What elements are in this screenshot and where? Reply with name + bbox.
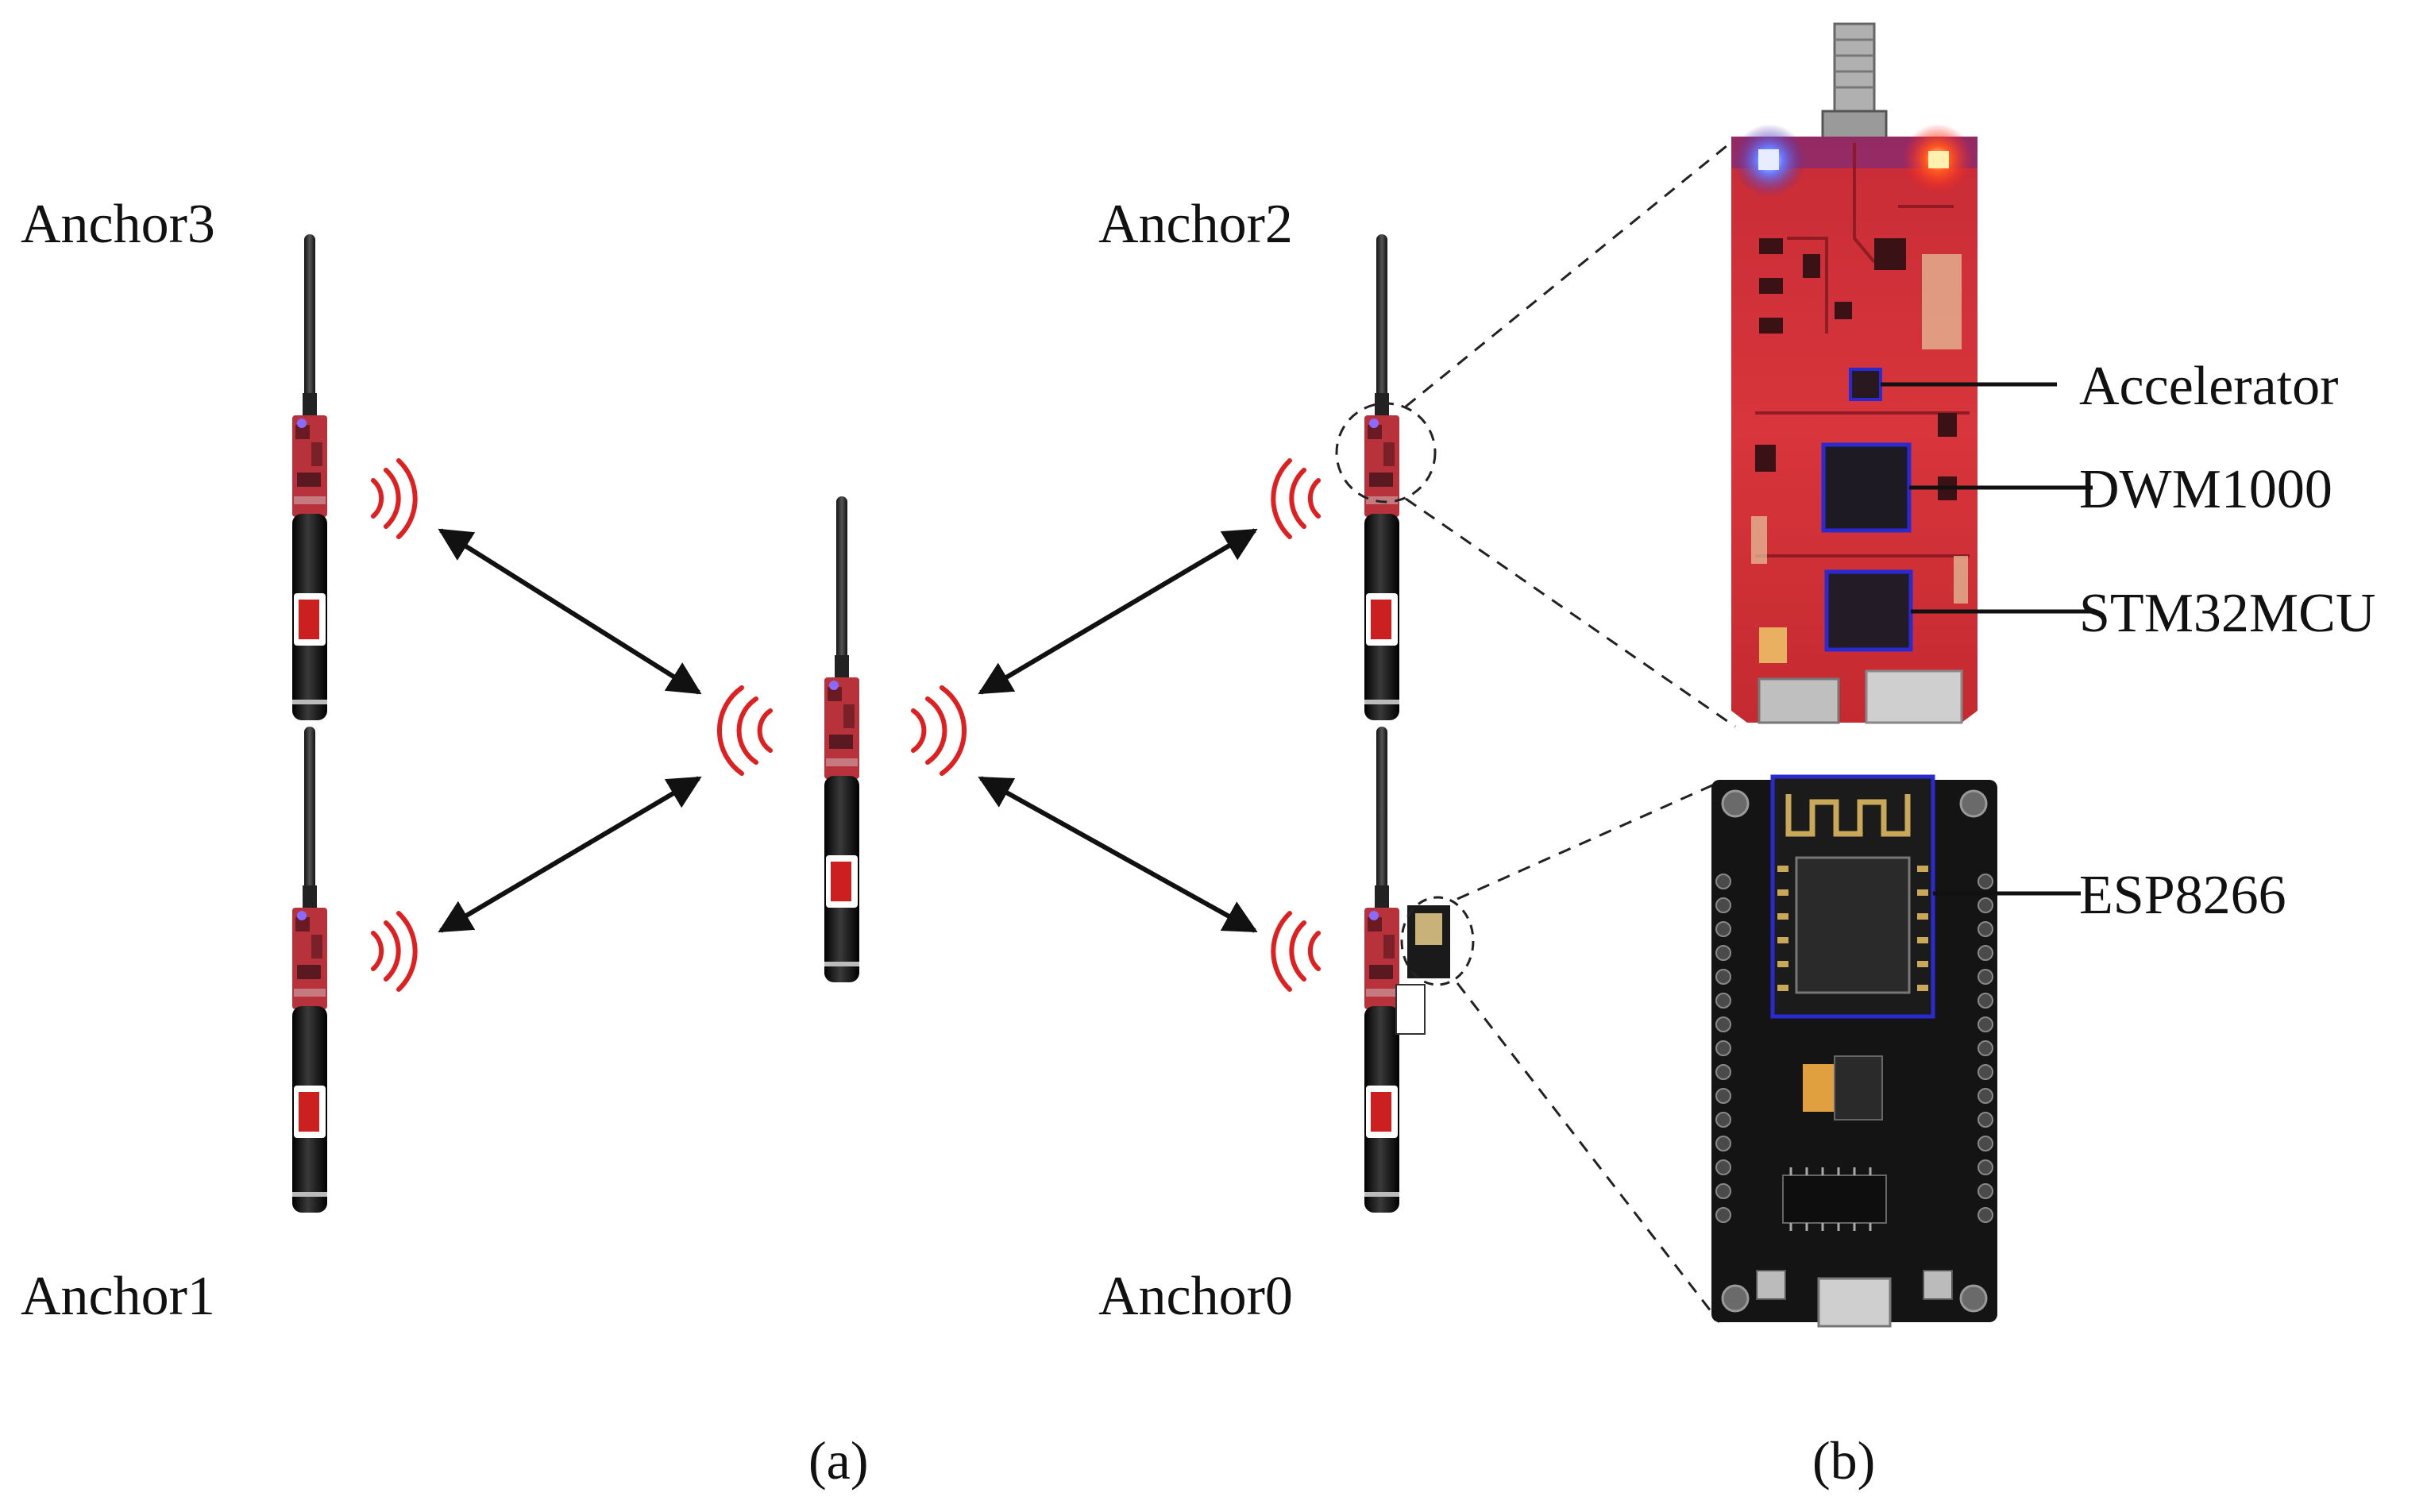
anchor0-label: Anchor0	[1098, 1266, 1293, 1327]
dwm1000-label: DWM1000	[2079, 459, 2332, 520]
ranging-arrows	[438, 528, 1258, 933]
zoom-circle-top	[1335, 402, 1437, 503]
zoom-lines	[1405, 137, 1736, 1323]
accelerator-label: Accelerator	[2079, 356, 2339, 417]
tag-node	[824, 496, 859, 982]
uwb-board	[1731, 22, 1977, 724]
anchor2-node	[1364, 234, 1399, 720]
anchor0-esp-module	[1395, 905, 1450, 1035]
anchor3-label: Anchor3	[21, 194, 215, 255]
signal-waves	[371, 458, 1321, 992]
anchor0-node	[1364, 727, 1399, 1213]
anchor3-node	[292, 234, 327, 720]
stm32mcu-label: STM32MCU	[2079, 583, 2376, 644]
subfigure-label-a: (a)	[808, 1430, 869, 1491]
esp-board	[1711, 774, 1997, 1328]
zoom-circle-bottom	[1400, 896, 1475, 986]
board-leader-lines	[1881, 382, 2093, 614]
anchor1-label: Anchor1	[21, 1266, 215, 1327]
anchor1-node	[292, 727, 327, 1213]
subfigure-label-b: (b)	[1812, 1430, 1876, 1491]
esp8266-label: ESP8266	[2079, 865, 2286, 926]
anchor2-label: Anchor2	[1098, 194, 1293, 255]
